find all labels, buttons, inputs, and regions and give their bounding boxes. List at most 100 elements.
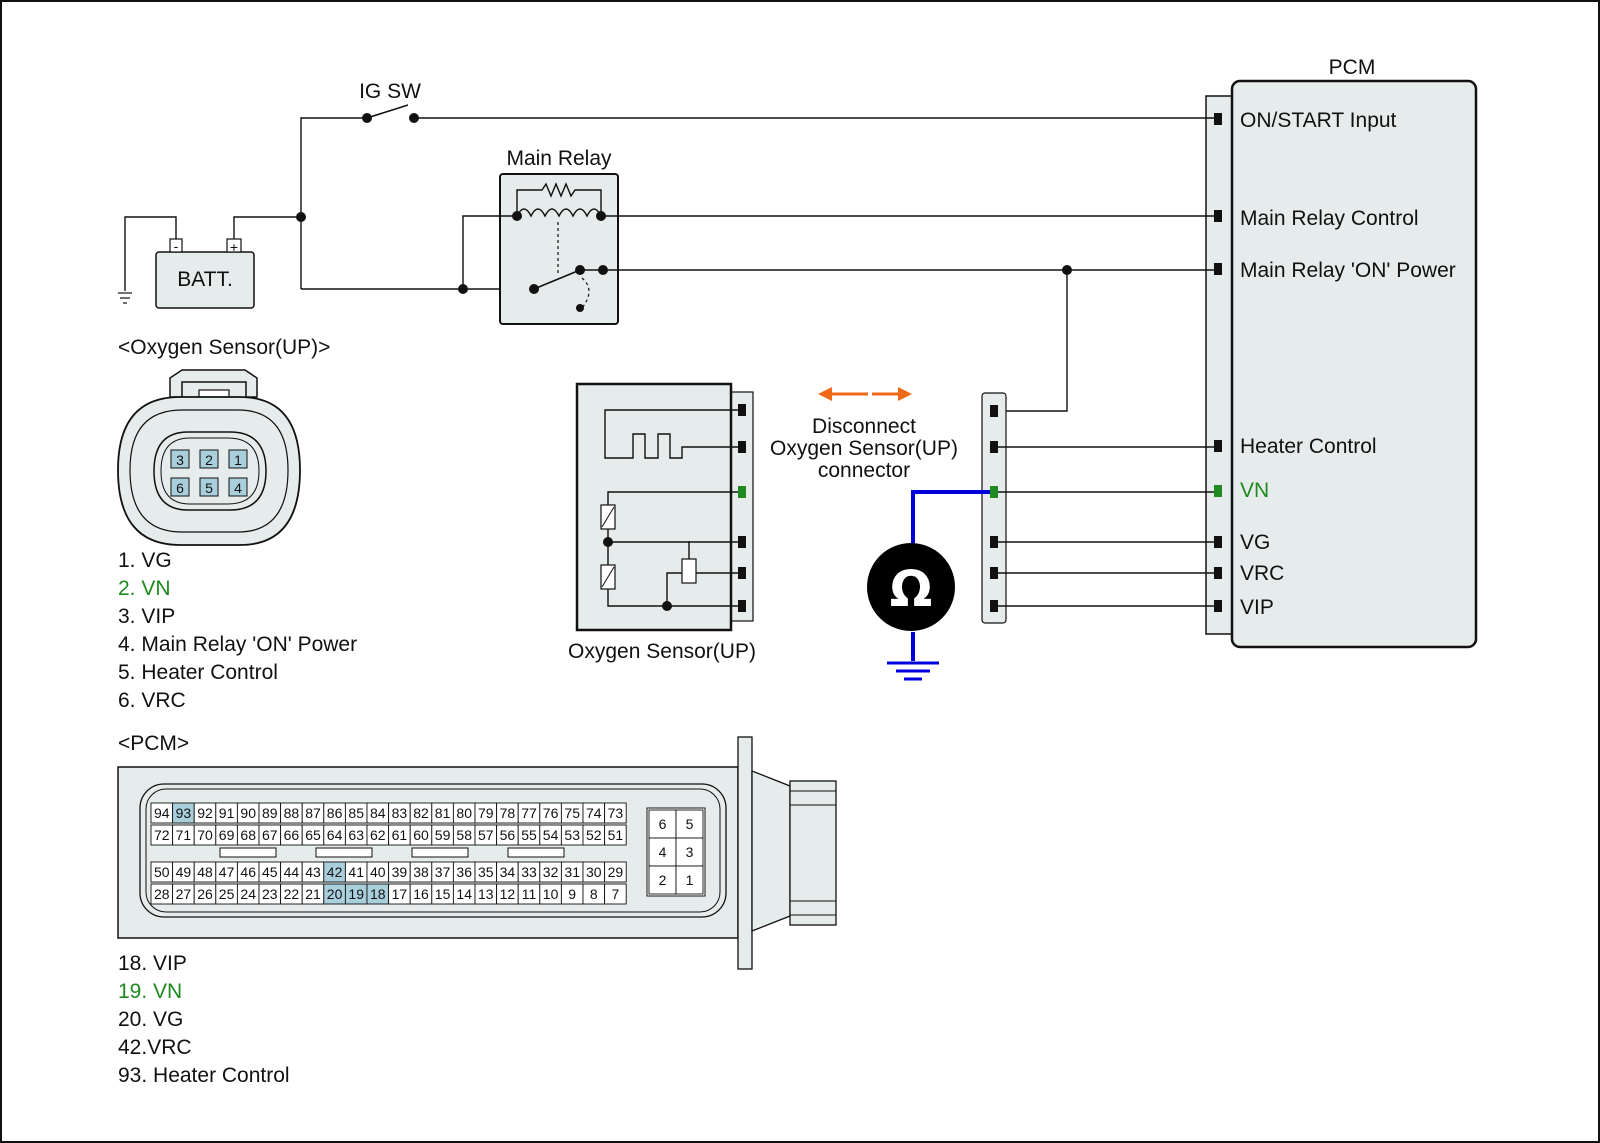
pcm-pin-number: 84 (370, 805, 386, 821)
o2-pin-number: 1 (234, 452, 242, 468)
sensor-terminal (738, 600, 746, 612)
pcm-terminal (1214, 210, 1222, 222)
relay-contact-arm (533, 269, 581, 290)
sensor-wire (666, 572, 682, 606)
pcm-pin-number: 66 (284, 827, 300, 843)
o2-pin-5 (199, 477, 219, 497)
pcm-pin-vn: VN (1240, 479, 1269, 502)
sensor-terminal (738, 404, 746, 416)
pcm-connector-flange (737, 736, 753, 970)
pcm-terminal (1214, 263, 1222, 275)
pcm-body (1230, 79, 1478, 649)
pcm-pin-number: 36 (456, 864, 472, 880)
pcm-pin-number: 17 (392, 886, 408, 902)
pcm-pin-number: 9 (568, 886, 576, 902)
ig-feed-wire (300, 117, 367, 289)
pcm-pin-number: 82 (413, 805, 429, 821)
main-relay-body (499, 173, 619, 325)
pcm-pin-number: 14 (456, 886, 472, 902)
pcm-terminal (1214, 113, 1222, 125)
harness-terminal (990, 441, 998, 453)
pcm-legend-item-vn: 19. VN (118, 980, 182, 1003)
pcm-pin-on-start-input: ON/START Input (1240, 109, 1397, 132)
pcm-terminal-vn (1214, 485, 1222, 497)
o2-pin-6 (170, 477, 190, 497)
probe-wire (911, 490, 990, 544)
harness-terminal (990, 536, 998, 548)
pcm-pin-number: 23 (262, 886, 278, 902)
pcm-pin-number: 13 (478, 886, 494, 902)
o2-pin-number: 6 (176, 480, 184, 496)
pcm-connector-housing (751, 770, 791, 932)
pcm-pin-number: 20 (327, 886, 343, 902)
connector-pin-cavity-inner (160, 437, 260, 505)
junction-dot (296, 212, 306, 222)
o2-pin-number: 3 (176, 452, 184, 468)
relay-resistor (516, 182, 602, 216)
disconnect-note: Disconnect Oxygen Sensor(UP) connector (770, 387, 958, 482)
pcm-pin-number: 54 (543, 827, 559, 843)
pcm-pin-number: 94 (154, 805, 170, 821)
pcm-connector-ridge (789, 790, 837, 806)
pcm-pin-number: 86 (327, 805, 343, 821)
ohm-icon: Ω (890, 560, 933, 618)
pcm-pin-number: 65 (305, 827, 321, 843)
pcm-pin-heater-control: Heater Control (1240, 435, 1377, 458)
ig-switch-blade (366, 104, 409, 119)
o2-pin-number: 2 (205, 452, 213, 468)
pcm-pin-number: 22 (284, 886, 300, 902)
o2-connector-title: <Oxygen Sensor(UP)> (118, 336, 330, 359)
pcm-connector-rim-inner (145, 788, 721, 913)
sensor-terminal-vn (738, 486, 746, 498)
pcm-power-pin-number: 3 (686, 844, 694, 860)
relay-contact-open (576, 304, 584, 312)
pcm-pin-number: 93 (176, 805, 192, 821)
o2-legend-item: 4. Main Relay 'ON' Power (118, 633, 357, 656)
o2-legend-item: 1. VG (118, 549, 172, 572)
pcm-connector-rim (139, 783, 727, 918)
pcm-pin-number: 89 (262, 805, 278, 821)
pcm-pin-number: 7 (612, 886, 620, 902)
pcm-pin-number: 70 (197, 827, 213, 843)
pcm-pin-vip: VIP (1240, 596, 1274, 619)
ig-switch: IG SW (359, 80, 421, 123)
pcm-pin-number: 16 (413, 886, 429, 902)
pcm-power-pin-number: 5 (686, 816, 694, 832)
ohmmeter: Ω (867, 490, 990, 681)
o2-pin-3 (170, 449, 190, 469)
pcm-power-pin-number: 6 (659, 816, 667, 832)
pcm-power-pin-cell (675, 865, 704, 895)
sensor-terminal (738, 441, 746, 453)
ig-switch-label: IG SW (359, 80, 421, 103)
pcm-pin-number: 75 (564, 805, 580, 821)
pcm-pin-number: 74 (586, 805, 602, 821)
pcm-pin-number: 91 (219, 805, 235, 821)
harness-terminal (990, 600, 998, 612)
pcm-pin-number: 37 (435, 864, 451, 880)
disconnect-text-line2: Oxygen Sensor(UP) (770, 437, 958, 460)
pcm-pin-number: 27 (176, 886, 192, 902)
pcm-power-pin-number: 1 (686, 872, 694, 888)
pcm-pin-cell (604, 861, 627, 883)
pcm-connector-plug (789, 780, 837, 926)
battery-label: BATT. (177, 268, 233, 291)
pcm-pin-number: 43 (305, 864, 321, 880)
relay-contact-travel (581, 277, 590, 309)
pcm-pin-number: 77 (521, 805, 537, 821)
sensor-terminal (738, 567, 746, 579)
junction-dot (458, 284, 468, 294)
pcm-pin-main-relay-control: Main Relay Control (1240, 207, 1419, 230)
pcm-pin-number: 52 (586, 827, 602, 843)
pcm-power-pin-cell (675, 837, 704, 867)
pcm-pin-number: 81 (435, 805, 451, 821)
pcm-pin-number: 30 (586, 864, 602, 880)
disconnect-text-line3: connector (818, 459, 910, 482)
pcm-power-pin-cell (648, 837, 677, 867)
pcm-power-pin-cell (648, 865, 677, 895)
pcm-title: PCM (1329, 56, 1376, 79)
pcm-key-slot (219, 847, 277, 858)
